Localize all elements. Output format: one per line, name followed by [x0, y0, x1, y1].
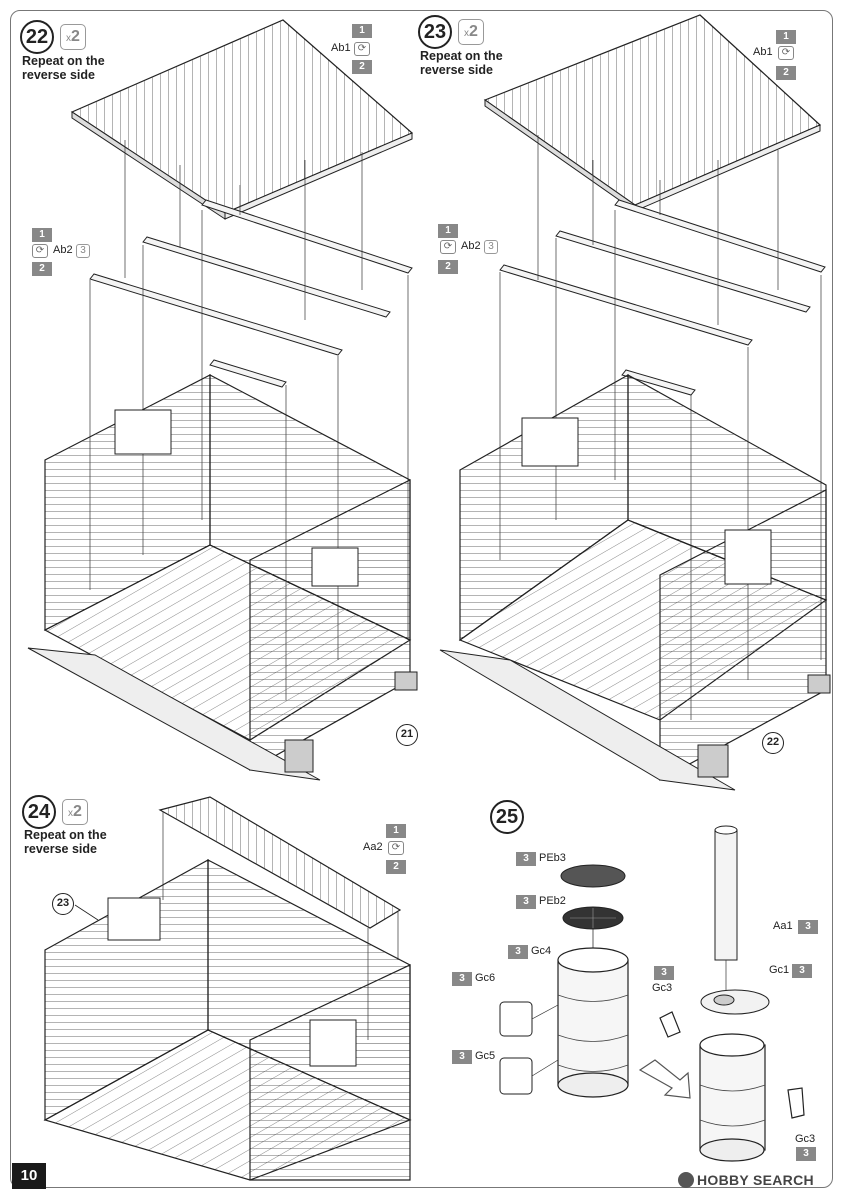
part-code-badge: 3: [654, 966, 674, 980]
part-label: Gc4: [530, 945, 553, 957]
door-gc5: [499, 1057, 533, 1095]
part-code-badge: 3: [792, 964, 812, 978]
reference-step: 22: [762, 732, 784, 754]
repeat-note: Repeat on the reverse side: [22, 54, 105, 82]
watermark-icon: [678, 1172, 694, 1188]
door-gc6: [499, 1001, 533, 1037]
part-label: PEb2: [538, 895, 567, 907]
handle-gc3: [659, 1011, 681, 1038]
roof-panel: [483, 14, 822, 206]
repeat-line-2: reverse side: [24, 842, 97, 856]
step-number: 23: [418, 15, 452, 49]
part-label: Gc3: [651, 982, 674, 994]
repeat-line-1: Repeat on the: [22, 54, 105, 68]
assembly-arrow: [638, 1059, 691, 1099]
sequence-badge: 1: [438, 224, 458, 238]
sequence-badge: 2: [438, 260, 458, 274]
stove-assembled: [699, 1044, 766, 1151]
part-code-badge: 3: [796, 1147, 816, 1161]
repeat-line-1: Repeat on the: [420, 49, 503, 63]
page-frame: [10, 10, 833, 1188]
flip-icon: ⟳: [440, 240, 456, 254]
sequence-badge: 1: [32, 228, 52, 242]
reference-step: 21: [396, 724, 418, 746]
part-label: Ab2: [52, 244, 74, 256]
sequence-badge: 1: [776, 30, 796, 44]
watermark-text: HOBBY SEARCH: [697, 1172, 814, 1188]
part-label: Gc6: [474, 972, 497, 984]
part-code-badge: 3: [798, 920, 818, 934]
part-label: Gc1: [768, 964, 791, 976]
part-label: Ab1: [330, 42, 352, 54]
repeat-line-2: reverse side: [420, 63, 493, 77]
times-badge: x2: [458, 19, 484, 45]
part-label: Aa2: [362, 841, 384, 853]
times-count: 2: [469, 23, 478, 40]
stove-body: [557, 959, 629, 1086]
part-code-badge: 3: [516, 852, 536, 866]
part-label: Ab1: [752, 46, 774, 58]
handle-gc3-right: [787, 1087, 805, 1119]
roof-beams: [89, 199, 413, 388]
sequence-badge: 2: [776, 66, 796, 80]
step-number: 24: [22, 795, 56, 829]
sequence-badge: 2: [386, 860, 406, 874]
step-number: 22: [20, 20, 54, 54]
lid-gc1: [700, 989, 770, 1015]
grate-top: [560, 864, 626, 888]
times-count: 2: [73, 803, 82, 820]
flip-icon: ⟳: [32, 244, 48, 258]
step-23-drawing: [439, 14, 831, 791]
part-label: Gc5: [474, 1050, 497, 1062]
flip-icon: ⟳: [388, 841, 404, 855]
part-label: Aa1: [772, 920, 794, 932]
step-number: 25: [490, 800, 524, 834]
part-code-badge: 3: [452, 972, 472, 986]
repeat-line-1: Repeat on the: [24, 828, 107, 842]
sequence-badge: 1: [352, 24, 372, 38]
flip-icon: ⟳: [778, 46, 794, 60]
quantity-badge: 3: [484, 240, 498, 254]
sequence-badge: 2: [32, 262, 52, 276]
times-badge: x2: [60, 24, 86, 50]
flip-icon: ⟳: [354, 42, 370, 56]
chimney-pipe: [714, 829, 738, 961]
repeat-note: Repeat on the reverse side: [420, 49, 503, 77]
repeat-note: Repeat on the reverse side: [24, 828, 107, 856]
step-25-drawing: [499, 825, 805, 1162]
reference-step: 23: [52, 893, 74, 915]
times-badge: x2: [62, 799, 88, 825]
part-label: PEb3: [538, 852, 567, 864]
times-count: 2: [71, 28, 80, 45]
repeat-line-2: reverse side: [22, 68, 95, 82]
roof-sheet: [158, 796, 402, 929]
part-code-badge: 3: [452, 1050, 472, 1064]
part-label: Ab2: [460, 240, 482, 252]
quantity-badge: 3: [76, 244, 90, 258]
roof-beams: [499, 199, 826, 396]
part-label: Gc3: [794, 1133, 817, 1145]
sequence-badge: 1: [386, 824, 406, 838]
front-wall: [249, 964, 411, 1181]
part-code-badge: 3: [516, 895, 536, 909]
step-24-drawing: [43, 796, 412, 1181]
page-number: 10: [12, 1163, 46, 1189]
step-22-drawing: [27, 19, 418, 781]
sequence-badge: 2: [352, 60, 372, 74]
part-code-badge: 3: [508, 945, 528, 959]
